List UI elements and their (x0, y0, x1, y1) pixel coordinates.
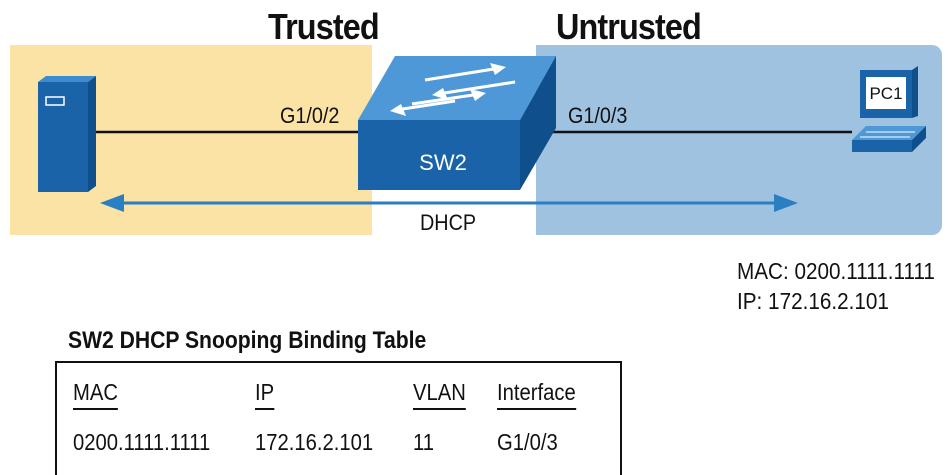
binding-table: MAC IP VLAN Interface 0200.1111.1111 172… (55, 361, 622, 475)
port-label-right: G1/0/3 (568, 103, 628, 128)
row-ip: 172.16.2.101 (255, 429, 374, 455)
pc1-ip-text: IP: 172.16.2.101 (737, 288, 889, 314)
dhcp-flow-arrow (100, 194, 798, 212)
column-header-ip: IP (255, 379, 275, 410)
row-mac: 0200.1111.1111 (73, 429, 211, 455)
dhcp-label: DHCP (420, 210, 477, 235)
trusted-title: Trusted (268, 6, 380, 47)
column-header-mac: MAC (73, 379, 118, 410)
row-interface: G1/0/3 (497, 429, 558, 455)
pc1-icon (852, 66, 926, 152)
binding-table-title: SW2 DHCP Snooping Binding Table (68, 327, 427, 354)
row-vlan: 11 (413, 429, 435, 455)
untrusted-title: Untrusted (556, 6, 702, 47)
port-label-left: G1/0/2 (280, 103, 340, 128)
pc1-mac-text: MAC: 0200.1111.1111 (737, 258, 935, 284)
pc1-label: PC1 (869, 84, 903, 103)
column-header-interface: Interface (497, 379, 576, 410)
switch-label: SW2 (419, 150, 467, 175)
server-icon (38, 76, 96, 192)
column-header-vlan: VLAN (413, 379, 466, 410)
switch-sw2-icon (358, 56, 556, 190)
